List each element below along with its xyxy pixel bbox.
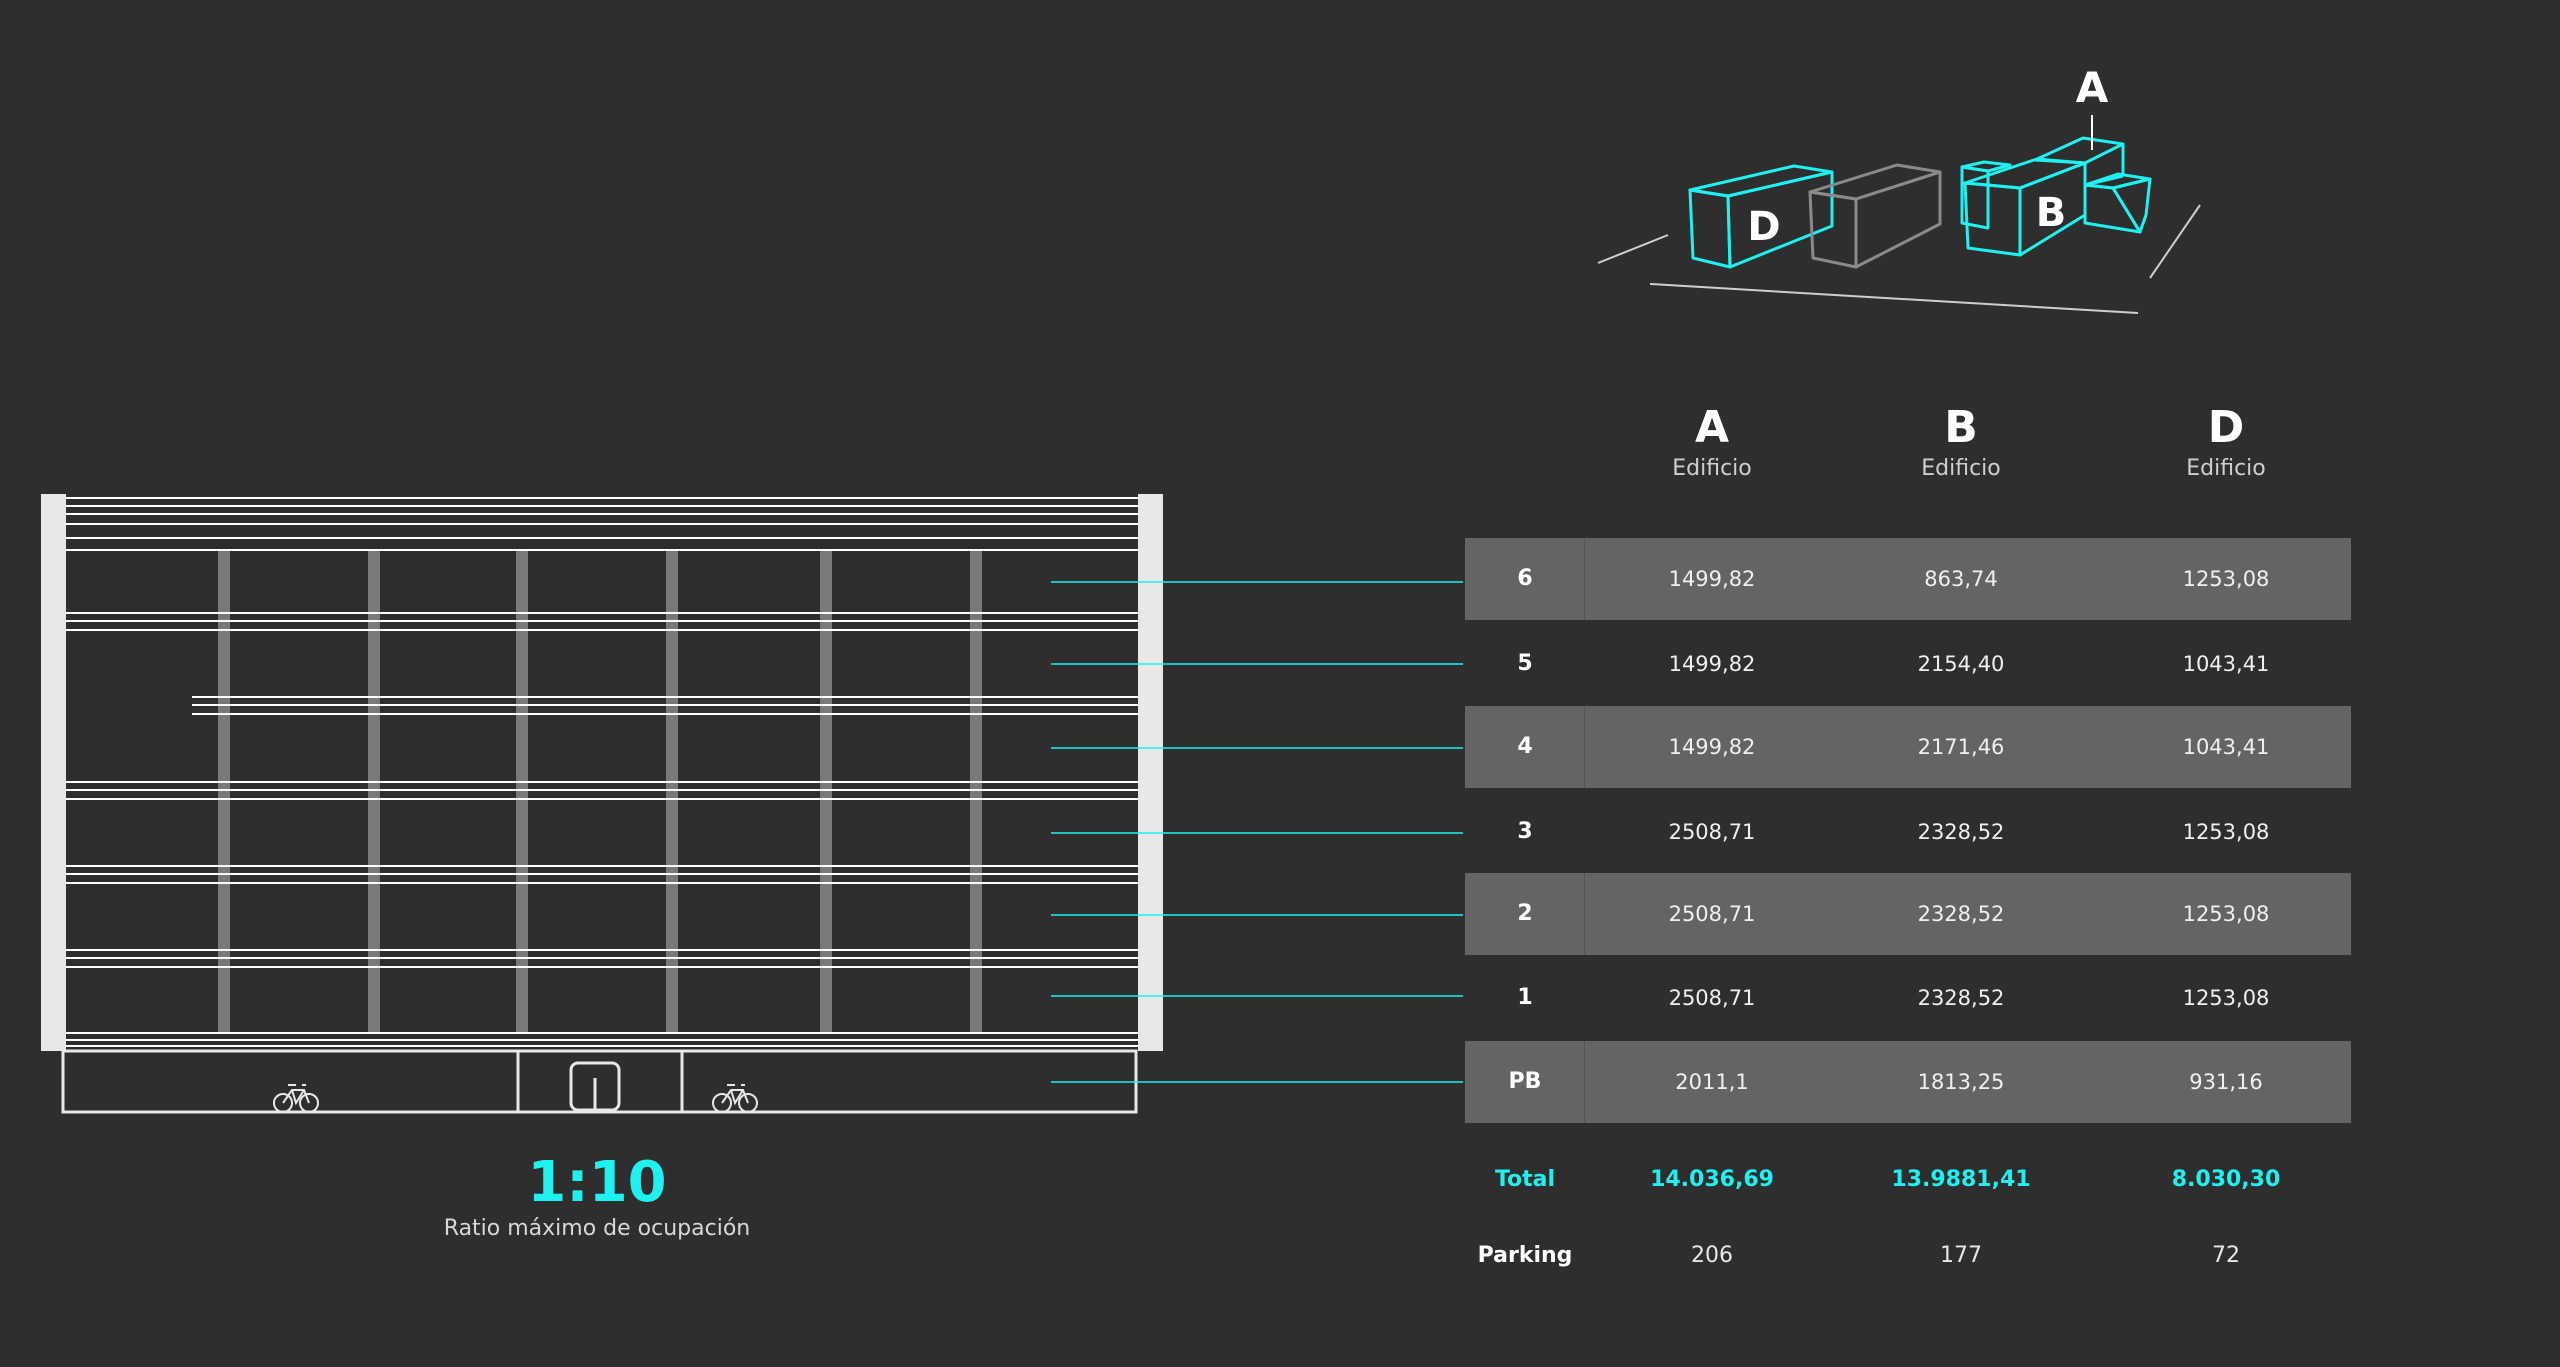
- column-subtitle: Edificio: [1921, 456, 2001, 481]
- column-header-b: B Edificio: [1861, 400, 2061, 481]
- left-wall: [41, 494, 66, 1051]
- building-c-block: [1808, 163, 1942, 269]
- table-row: 6 1499,82 863,74 1253,08: [1465, 538, 2351, 620]
- block-label-a: A: [2076, 63, 2109, 112]
- floor-label: 3: [1517, 819, 1533, 844]
- floor-label: 5: [1517, 651, 1533, 676]
- block-label-d: D: [1747, 204, 1780, 250]
- area-d: 1043,41: [2182, 652, 2270, 676]
- area-d: 1253,08: [2182, 986, 2270, 1010]
- building-d-block: [1688, 164, 1834, 269]
- ground-floor: [61, 1049, 1138, 1114]
- area-b: 2328,52: [1917, 902, 2005, 926]
- parking-label: Parking: [1477, 1243, 1573, 1268]
- block-label-b: B: [2036, 190, 2067, 236]
- parking-row: Parking 206 177 72: [1465, 1231, 2351, 1281]
- column-letter: D: [2207, 402, 2245, 453]
- row-divider: [1584, 538, 1585, 620]
- column-letter: B: [1944, 402, 1978, 453]
- building-section: [41, 494, 1163, 1114]
- area-d: 1253,08: [2182, 567, 2270, 591]
- right-wall: [1138, 494, 1163, 1051]
- area-a: 2011,1: [1675, 1070, 1749, 1094]
- parking-b: 177: [1940, 1243, 1982, 1268]
- ratio-value: 1:10: [527, 1150, 667, 1215]
- row-divider: [1584, 873, 1585, 955]
- area-b: 1813,25: [1917, 1070, 2005, 1094]
- column-letter: A: [1694, 402, 1730, 453]
- area-b: 2171,46: [1917, 735, 2005, 759]
- area-a: 2508,71: [1668, 986, 1756, 1010]
- area-b: 863,74: [1924, 567, 1998, 591]
- parking-d: 72: [2212, 1243, 2240, 1268]
- area-a: 2508,71: [1668, 902, 1756, 926]
- area-b: 2154,40: [1917, 652, 2005, 676]
- area-a: 1499,82: [1668, 652, 1756, 676]
- table-row: 2 2508,71 2328,52 1253,08: [1465, 873, 2351, 955]
- building-b-block: [1960, 115, 2152, 257]
- axonometric-sketch: D B A: [1597, 63, 2201, 314]
- area-a: 1499,82: [1668, 567, 1756, 591]
- row-divider: [1584, 1041, 1585, 1123]
- bicycle-icon: [273, 1084, 319, 1113]
- slab-lines: [66, 497, 1138, 1047]
- total-d: 8.030,30: [2171, 1167, 2281, 1192]
- ground-lines: [1597, 204, 2201, 314]
- floor-label: PB: [1508, 1069, 1542, 1094]
- total-label: Total: [1494, 1167, 1556, 1192]
- bicycle-icon: [712, 1084, 758, 1113]
- area-b: 2328,52: [1917, 820, 2005, 844]
- parking-a: 206: [1691, 1243, 1733, 1268]
- floor-label: 6: [1517, 566, 1533, 591]
- area-d: 1043,41: [2182, 735, 2270, 759]
- column-subtitle: Edificio: [1672, 456, 1752, 481]
- floor-label: 4: [1517, 734, 1533, 759]
- area-a: 2508,71: [1668, 820, 1756, 844]
- table-row: 5 1499,82 2154,40 1043,41: [1465, 623, 2351, 705]
- column-subtitle: Edificio: [2186, 456, 2266, 481]
- total-row: Total 14.036,69 13.9881,41 8.030,30: [1465, 1155, 2351, 1205]
- occupancy-ratio: 1:10 Ratio máximo de ocupación: [397, 1150, 797, 1241]
- area-b: 2328,52: [1917, 986, 2005, 1010]
- table-row: 1 2508,71 2328,52 1253,08: [1465, 957, 2351, 1039]
- table-row: 3 2508,71 2328,52 1253,08: [1465, 791, 2351, 873]
- column-header-a: A Edificio: [1612, 400, 1812, 481]
- leader-lines: [1051, 581, 1463, 1083]
- floor-label: 1: [1517, 985, 1533, 1010]
- table-row: 4 1499,82 2171,46 1043,41: [1465, 706, 2351, 788]
- column-header-d: D Edificio: [2126, 400, 2326, 481]
- area-d: 931,16: [2189, 1070, 2263, 1094]
- table-row: PB 2011,1 1813,25 931,16: [1465, 1041, 2351, 1123]
- area-d: 1253,08: [2182, 902, 2270, 926]
- area-d: 1253,08: [2182, 820, 2270, 844]
- row-divider: [1584, 706, 1585, 788]
- elevator-door-icon: [569, 1061, 621, 1112]
- columns: [218, 550, 982, 1033]
- area-a: 1499,82: [1668, 735, 1756, 759]
- floor-label: 2: [1517, 901, 1533, 926]
- total-a: 14.036,69: [1650, 1167, 1774, 1192]
- ratio-caption: Ratio máximo de ocupación: [443, 1216, 751, 1241]
- total-b: 13.9881,41: [1891, 1167, 2031, 1192]
